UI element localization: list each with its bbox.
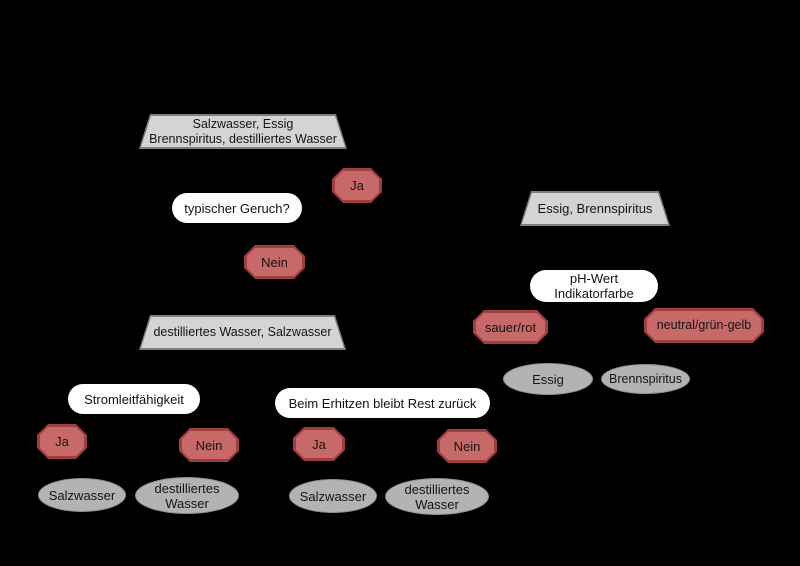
result-node-dest-wasser-strom: destilliertes Wasser	[135, 477, 239, 514]
answer-node-strom-nein: Nein	[179, 428, 239, 462]
answer-node-geruch-ja: Ja	[332, 168, 382, 203]
answer-node-neutral-gruen-gelb-label: neutral/grün-gelb	[656, 318, 752, 332]
set-node-all-liquids: Salzwasser, Essig Brennspiritus, destill…	[139, 114, 347, 149]
answer-node-strom-ja-label: Ja	[55, 434, 69, 449]
test-node-stromleitfaehigkeit-label: Stromleitfähigkeit	[84, 391, 184, 407]
test-node-geruch-label: typischer Geruch?	[184, 200, 290, 216]
answer-node-geruch-nein: Nein	[244, 245, 305, 279]
test-node-geruch: typischer Geruch?	[172, 193, 302, 223]
set-node-essig-brennspiritus-label: Essig, Brennspiritus	[537, 201, 653, 216]
answer-node-erhitzen-nein: Nein	[437, 429, 497, 463]
answer-node-geruch-nein-label: Nein	[261, 254, 288, 270]
set-node-all-liquids-label: Salzwasser, Essig Brennspiritus, destill…	[149, 116, 337, 146]
answer-node-strom-nein-label: Nein	[195, 437, 223, 453]
answer-node-neutral-gruen-gelb: neutral/grün-gelb	[644, 308, 764, 343]
answer-node-erhitzen-ja: Ja	[293, 427, 345, 461]
result-node-salzwasser-strom: Salzwasser	[38, 478, 126, 512]
result-node-brennspiritus: Brennspiritus	[601, 364, 690, 394]
result-node-salzwasser-strom-label: Salzwasser	[48, 487, 116, 503]
answer-node-strom-ja: Ja	[37, 424, 87, 459]
result-node-dest-wasser-erhitzen: destilliertes Wasser	[385, 478, 489, 515]
test-node-ph: pH-Wert Indikatorfarbe	[530, 270, 658, 302]
result-node-dest-wasser-strom-label: destilliertes Wasser	[154, 480, 220, 511]
result-node-salzwasser-erhitzen: Salzwasser	[289, 479, 377, 513]
result-node-essig: Essig	[503, 363, 593, 395]
answer-node-sauer-rot-label: sauer/rot	[484, 319, 537, 335]
test-node-erhitzen-label: Beim Erhitzen bleibt Rest zurück	[288, 395, 477, 411]
test-node-erhitzen: Beim Erhitzen bleibt Rest zurück	[275, 388, 490, 418]
test-node-stromleitfaehigkeit: Stromleitfähigkeit	[68, 384, 200, 414]
result-node-salzwasser-erhitzen-label: Salzwasser	[299, 488, 367, 504]
answer-node-erhitzen-ja-label: Ja	[312, 436, 326, 452]
set-node-wasser-label: destilliertes Wasser, Salzwasser	[153, 325, 332, 339]
result-node-brennspiritus-label: Brennspiritus	[609, 371, 682, 386]
answer-node-geruch-ja-label: Ja	[350, 178, 364, 193]
answer-node-erhitzen-nein-label: Nein	[453, 438, 481, 454]
test-node-ph-label: pH-Wert Indikatorfarbe	[554, 271, 634, 301]
set-node-wasser: destilliertes Wasser, Salzwasser	[139, 315, 346, 350]
result-node-essig-label: Essig	[532, 371, 564, 387]
answer-node-sauer-rot: sauer/rot	[473, 310, 548, 344]
set-node-essig-brennspiritus: Essig, Brennspiritus	[520, 191, 670, 226]
result-node-dest-wasser-erhitzen-label: destilliertes Wasser	[404, 481, 470, 512]
